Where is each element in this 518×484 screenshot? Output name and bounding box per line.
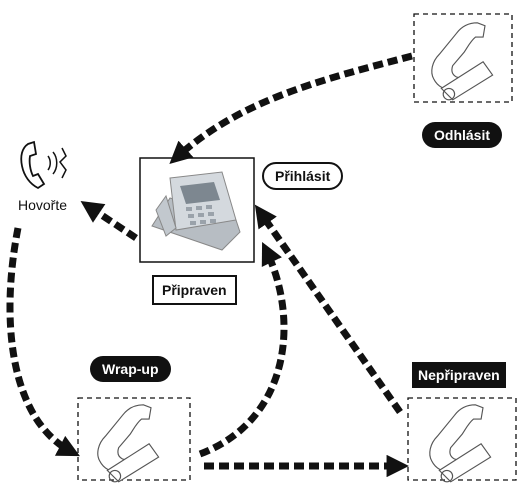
talk-label: Hovořte <box>18 197 68 213</box>
arrow-talk-to-wrapup <box>6 227 80 457</box>
logout-label: Odhlásit <box>422 122 503 148</box>
arrow-logout-to-ready <box>169 52 413 165</box>
not-ready-label: Nepřipraven <box>412 362 506 388</box>
not-ready-state-box <box>407 397 517 481</box>
arrow-not-ready-to-ready <box>254 204 403 415</box>
ready-label: Připraven <box>152 275 237 305</box>
handset-icon-not-ready <box>429 404 492 483</box>
ringing-handset-icon <box>20 140 67 190</box>
handset-icon-logout <box>431 22 494 101</box>
wrapup-label: Wrap-up <box>90 356 171 382</box>
login-label: Přihlásit <box>262 162 344 190</box>
arrow-wrapup-to-ready <box>198 241 288 458</box>
desk-phone-device-icon <box>151 171 241 251</box>
logout-state-box <box>413 13 513 103</box>
arrow-ready-to-talk <box>80 201 138 241</box>
handset-icon-wrapup <box>97 404 160 483</box>
